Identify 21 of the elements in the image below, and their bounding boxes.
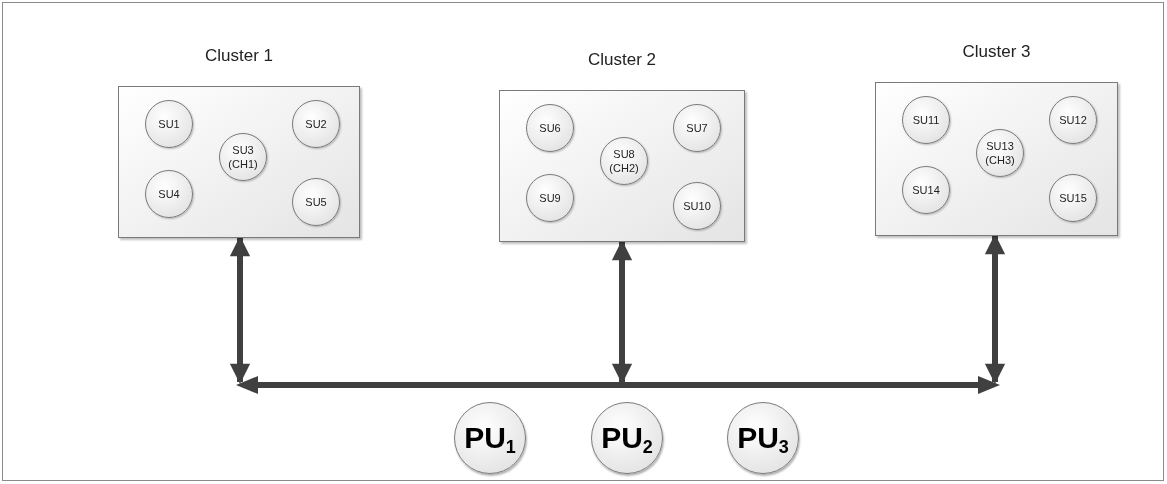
node-label: SU3 (CH1) — [227, 143, 259, 171]
node-label: SU2 — [304, 117, 328, 131]
node-label: PU$_{2}$ — [601, 423, 653, 453]
node-label: SU15 — [1058, 191, 1088, 205]
node-label: SU5 — [304, 195, 328, 209]
node-label: SU7 — [685, 121, 709, 135]
node-label: SU14 — [911, 183, 941, 197]
node-label: PU$_{3}$ — [737, 423, 789, 453]
node-label: SU11 — [911, 113, 941, 127]
node-label: PU$_{1}$ — [464, 423, 516, 453]
cluster-title: Cluster 1 — [205, 45, 273, 67]
node-label: SU6 — [538, 121, 562, 135]
node-label: SU12 — [1058, 113, 1088, 127]
node-label: SU1 — [157, 117, 181, 131]
cluster-title: Cluster 2 — [588, 49, 656, 71]
node-label: SU8 (CH2) — [608, 147, 640, 175]
node-label: SU9 — [538, 191, 562, 205]
node-label: SU4 — [157, 187, 181, 201]
node-label: SU10 — [682, 199, 712, 213]
cluster-title: Cluster 3 — [962, 41, 1031, 63]
node-label: SU13 (CH3) — [984, 139, 1016, 167]
